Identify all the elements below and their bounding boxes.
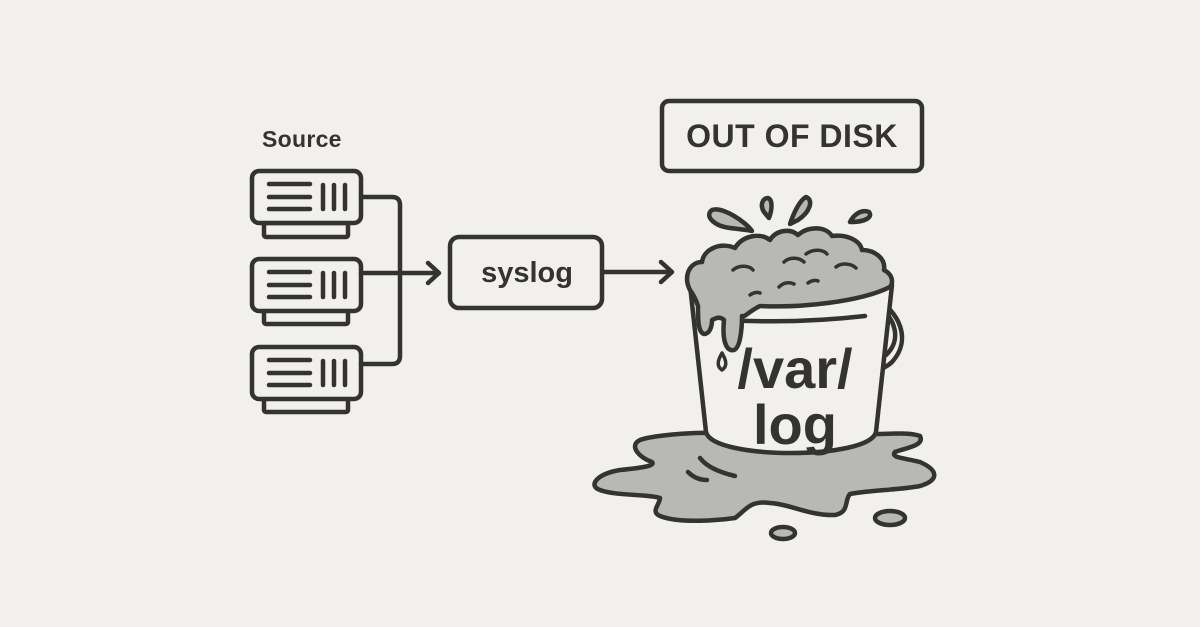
splash-drop — [706, 207, 755, 234]
syslog-label: syslog — [481, 256, 573, 289]
droplet-icon — [716, 351, 728, 372]
alert-box — [659, 98, 925, 174]
puddle — [592, 430, 937, 524]
droplet — [872, 508, 908, 528]
splash-drop — [787, 194, 813, 227]
droplet — [768, 524, 798, 542]
server-icon — [249, 344, 364, 415]
overflow-foam — [684, 226, 895, 353]
merge-connector — [358, 194, 442, 367]
server-icon — [249, 168, 364, 240]
arrow-to-bucket — [600, 259, 675, 285]
splash-drop — [759, 195, 774, 221]
source-label: Source — [262, 126, 342, 152]
bucket-label-line2: log — [753, 393, 837, 456]
out-of-disk-label: OUT OF DISK — [686, 117, 898, 154]
server-icon — [249, 256, 364, 327]
bucket-label-line1: /var/ — [737, 337, 853, 400]
splash-drop — [847, 208, 873, 225]
